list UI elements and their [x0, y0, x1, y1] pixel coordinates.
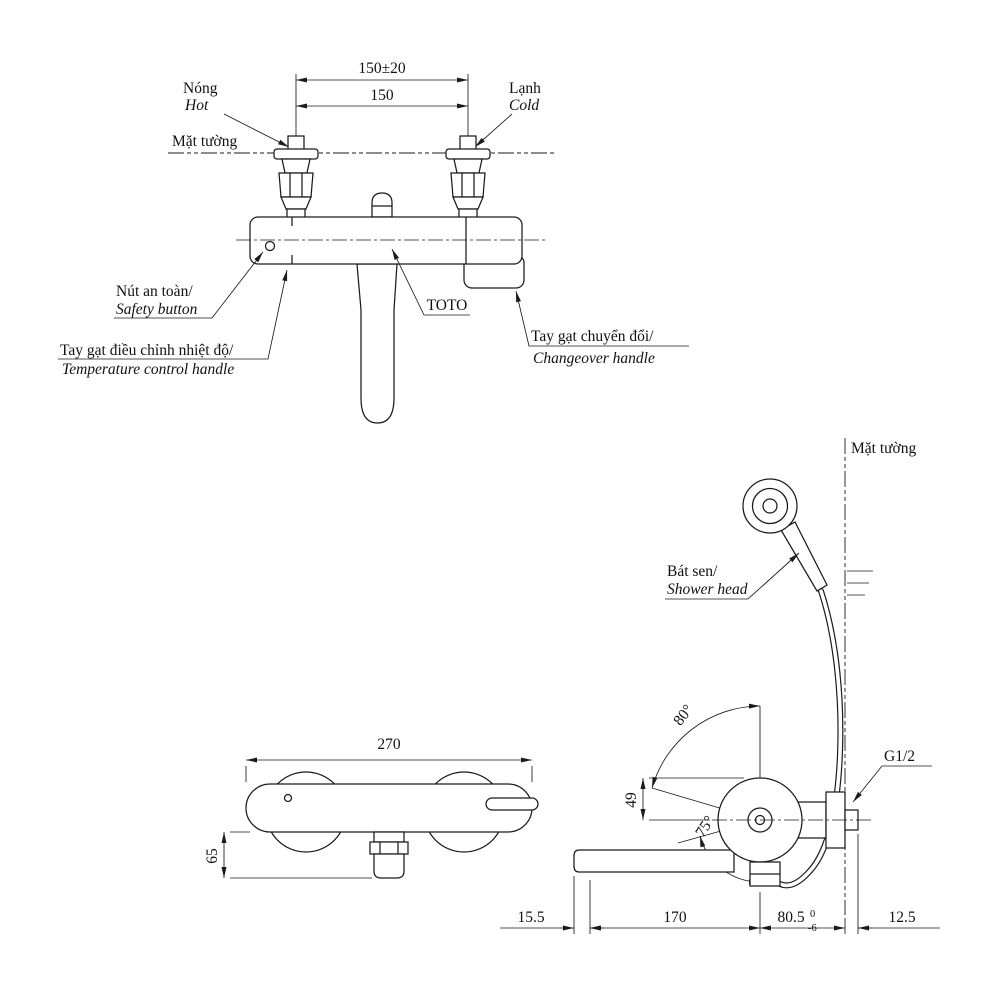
- cold-connector: [445, 135, 491, 219]
- hot-label-vi: Nóng: [183, 80, 218, 97]
- dim-270-label: 270: [377, 736, 401, 753]
- dim-805-label: 80.5: [777, 909, 804, 926]
- side-view: Mặt tường 80° 75°: [500, 438, 940, 934]
- safety-leader: [114, 251, 264, 319]
- dimension-view: 270 65: [204, 736, 539, 879]
- spout-side: [573, 849, 735, 873]
- spout-collar: [373, 831, 405, 843]
- shower-label-vi: Bát sen/: [667, 563, 718, 580]
- wall-label-side: Mặt tường: [851, 440, 916, 457]
- arc-80: [651, 703, 761, 789]
- brand-leader: [391, 248, 470, 316]
- temp-leader: [58, 269, 288, 360]
- temp-label-en: Temperature control handle: [62, 361, 234, 378]
- faucet-body: [249, 216, 523, 265]
- top-outlet: [371, 192, 393, 218]
- safety-label-en: Safety button: [116, 301, 198, 318]
- spout: [356, 263, 398, 424]
- thread-leader: [852, 765, 932, 803]
- angle-80-label: 80°: [670, 701, 697, 729]
- hot-label-en: Hot: [184, 97, 209, 114]
- safety-button: [264, 240, 276, 252]
- bottom-extension-lines: [573, 834, 859, 934]
- hot-connector: [273, 135, 319, 219]
- dim-extension-lines: [295, 74, 469, 140]
- angle-75-label: 75°: [692, 813, 718, 840]
- dim-170-label: 170: [663, 909, 687, 926]
- shower-leader: [665, 552, 800, 600]
- changeover-leader: [515, 290, 689, 347]
- dim-150-range-label: 150±20: [358, 60, 406, 77]
- thread-label: G1/2: [884, 748, 915, 765]
- changeover-lever: [485, 797, 539, 811]
- safety-button-front: [283, 793, 293, 803]
- dim-125-label: 12.5: [888, 909, 915, 926]
- changeover-label-vi: Tay gạt chuyển đổi/: [531, 328, 654, 345]
- changeover-label-en: Changeover handle: [533, 350, 655, 367]
- dim-150-label: 150: [370, 87, 394, 104]
- dim-155-label: 15.5: [517, 909, 544, 926]
- spout-hex: [369, 841, 409, 855]
- front-view: Mặt tường 150±20 150 Nóng Hot Lạnh Cold: [58, 60, 689, 424]
- hot-leader: [223, 113, 290, 148]
- cold-label-en: Cold: [509, 97, 539, 114]
- safety-label-vi: Nút an toàn/: [116, 283, 193, 300]
- dim-65-label: 65: [204, 848, 221, 864]
- brand-label: TOTO: [427, 297, 468, 314]
- cold-label-vi: Lạnh: [509, 80, 541, 97]
- cold-leader: [474, 113, 513, 148]
- shower-label-en: Shower head: [667, 581, 748, 598]
- dim-49-label: 49: [623, 792, 640, 808]
- spout-outlet: [373, 853, 405, 879]
- wall-bracket: [847, 570, 873, 596]
- temp-label-vi: Tay gạt điều chỉnh nhiệt độ/: [60, 342, 234, 359]
- wall-label: Mặt tường: [172, 133, 237, 150]
- dim-805-tol-lower: -6: [808, 923, 817, 934]
- shower-head: [742, 478, 828, 592]
- dim-805-tol-upper: 0: [810, 909, 815, 920]
